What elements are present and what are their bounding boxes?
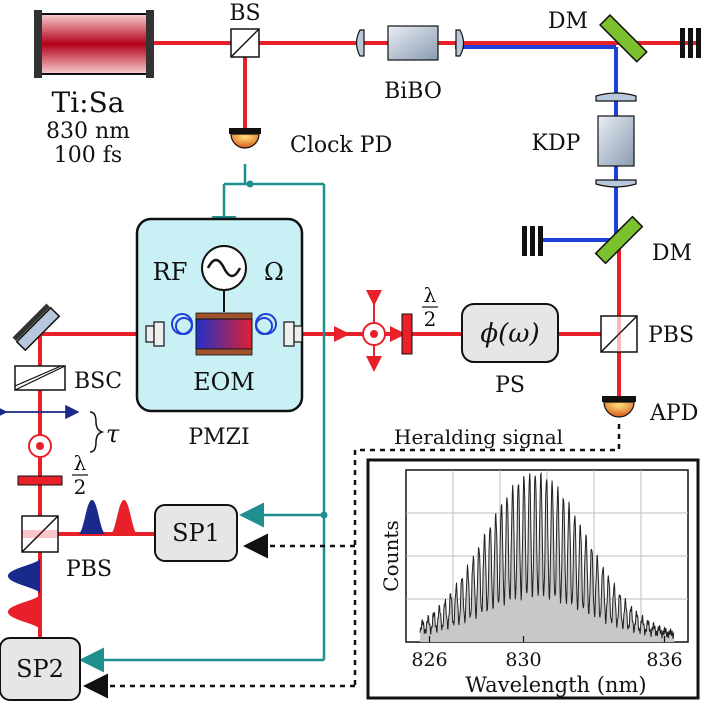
- polarization-symbol-mid: [334, 290, 406, 372]
- x-tick-label: 836: [646, 649, 682, 671]
- pulse-pair-vertical: [8, 558, 40, 630]
- hwp-mid-den: 2: [424, 307, 437, 331]
- bsc-label: BSC: [74, 369, 122, 394]
- bibo-label: BiBO: [384, 79, 442, 104]
- dichroic-mirror-mid: DM: [594, 215, 692, 266]
- half-wave-plate-mid: λ 2: [401, 283, 438, 355]
- hwp-left-num: λ: [74, 451, 87, 475]
- rf-oscillator: [201, 245, 247, 312]
- phase-shaper: ϕ(ω) PS: [461, 303, 559, 398]
- eom-label: EOM: [193, 368, 255, 396]
- dichroic-mirror-top: DM: [548, 9, 648, 63]
- fiber-connectors: [145, 321, 303, 347]
- dm-mid-label: DM: [652, 241, 692, 266]
- eom-crystal: [195, 312, 253, 356]
- kdp-label: KDP: [532, 131, 581, 156]
- pbs-left-label: PBS: [66, 557, 112, 582]
- spectrum-inset: 826 830 836 Counts Wavelength (nm): [366, 458, 700, 700]
- pmzi-panel: PMZI RF Ω EOM: [135, 217, 304, 450]
- sp1-label: SP1: [172, 519, 220, 547]
- sp2-label: SP2: [16, 655, 64, 683]
- beam-dump-top: [680, 28, 701, 58]
- clock-photodiode: Clock PD: [229, 128, 392, 158]
- x-tick-label: 830: [505, 649, 541, 671]
- spectrum-line: [419, 471, 675, 639]
- spectrum-area: [420, 473, 674, 642]
- pmzi-label: PMZI: [188, 425, 249, 450]
- ps-label: PS: [495, 373, 525, 398]
- laser-label: Ti:Sa: [52, 86, 125, 119]
- heralding-label: Heralding signal: [394, 425, 563, 449]
- pbs-left: PBS: [21, 515, 112, 582]
- heralding-lines: [83, 424, 621, 699]
- mirror-left: [12, 303, 61, 352]
- tisa-laser: Ti:Sa 830 nm 100 fs: [34, 10, 154, 168]
- rf-label: RF: [153, 258, 188, 286]
- spectrometer-sp2: SP2: [0, 637, 81, 701]
- apd-detector: APD: [602, 396, 698, 426]
- hwp-mid-num: λ: [424, 283, 437, 307]
- clock-pd-label: Clock PD: [290, 133, 392, 158]
- bibo-crystal: BiBO: [355, 25, 465, 104]
- phase-function: ϕ(ω): [480, 319, 539, 349]
- clock-signal-lines: [79, 164, 328, 673]
- polarization-symbol-left: [28, 434, 52, 458]
- beam-splitter-bs: BS: [229, 1, 261, 58]
- half-wave-plate-left: λ 2: [17, 451, 88, 499]
- beam-dump-mid: [522, 226, 543, 256]
- dm-top-label: DM: [548, 9, 588, 34]
- spectrometer-sp1: SP1: [154, 504, 238, 562]
- hwp-left-den: 2: [74, 475, 87, 499]
- pulse-pair-horizontal: [78, 500, 138, 534]
- pbs-right-label: PBS: [648, 323, 694, 348]
- kdp-crystal: KDP: [532, 92, 637, 188]
- laser-pulse: 100 fs: [54, 143, 122, 168]
- laser-wavelength: 830 nm: [46, 119, 130, 144]
- chart-xlabel: Wavelength (nm): [465, 673, 646, 697]
- omega-label: Ω: [264, 258, 284, 286]
- apd-label: APD: [649, 401, 698, 426]
- chart-ylabel: Counts: [379, 520, 403, 591]
- pbs-right: PBS: [600, 315, 694, 353]
- tau-label: τ: [106, 420, 120, 448]
- fiber-coils: [171, 313, 277, 335]
- x-tick-label: 826: [411, 649, 447, 671]
- spectrum-plot: 826 830 836: [405, 469, 689, 671]
- bsc-compensator: BSC: [14, 365, 122, 394]
- delay-arrow: τ: [0, 404, 120, 453]
- bs-label: BS: [229, 1, 260, 26]
